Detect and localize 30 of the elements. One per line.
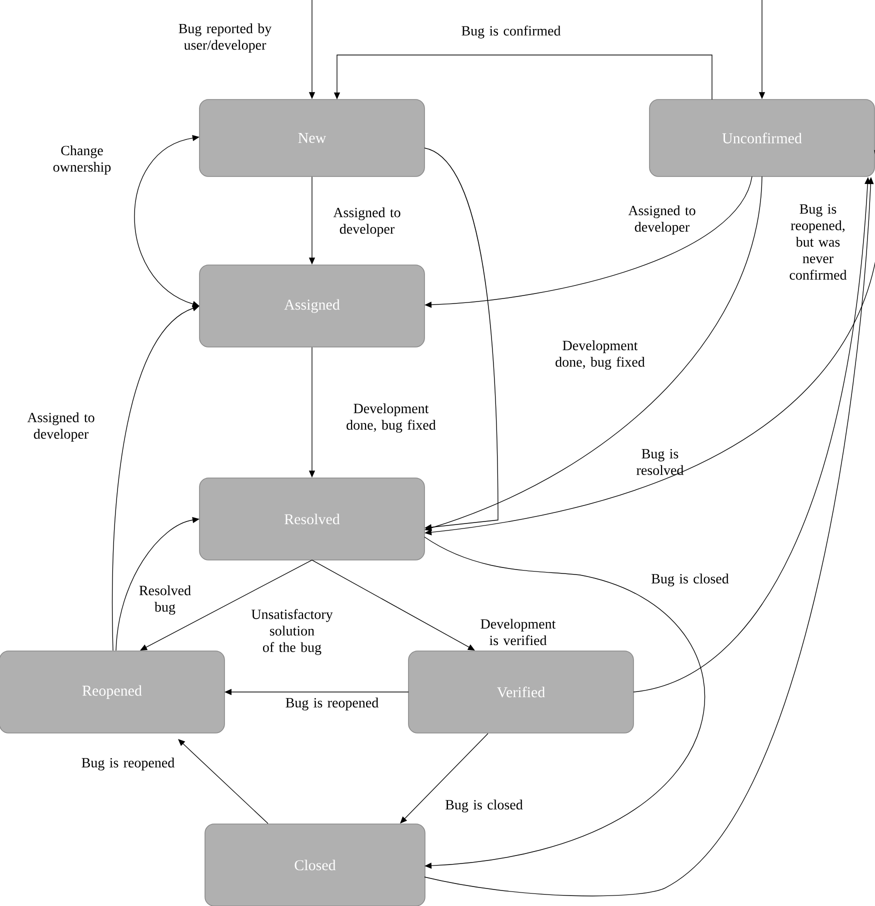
edge-label: Development is verified [480,618,556,646]
edge-label: Development done, bug fixed [346,403,436,433]
arrow [424,536,706,869]
state-box: Verified [408,650,634,734]
state-box: Unconfirmed [649,99,875,177]
arrow [178,739,268,824]
state-box: New [199,99,425,177]
edge-label: Bug is reopened [82,758,174,770]
edge-label: Assigned to developer [628,205,696,235]
arrow [424,148,498,530]
edge-label: Bug is reopened, but was never confirmed [790,204,847,280]
edge-label: Development done, bug fixed [556,340,645,370]
state-box: Assigned [199,264,425,348]
arrow [312,560,475,650]
edge-label: Bug is reopened [286,698,378,710]
edge-label: Assigned to developer [27,412,94,442]
arrow [140,560,312,650]
state-box: Reopened [0,650,225,734]
edge-label: Bug is confirmed [462,26,561,38]
edge-label: Assigned to developer [333,207,400,237]
edge-label: Bug is resolved [636,449,684,475]
edge-label: Resolved bug [139,585,191,615]
edge-label: Change ownership [53,145,111,175]
edge-label: Bug is closed [446,800,523,812]
state-box: Closed [204,824,426,906]
state-box: Resolved [199,478,425,560]
edge-label: Bug reported by user/developer [178,23,272,53]
arrow [400,733,488,824]
edge-label: Unsatisfactory solution of the bug [251,609,333,655]
edge-label: Bug is closed [652,574,729,586]
